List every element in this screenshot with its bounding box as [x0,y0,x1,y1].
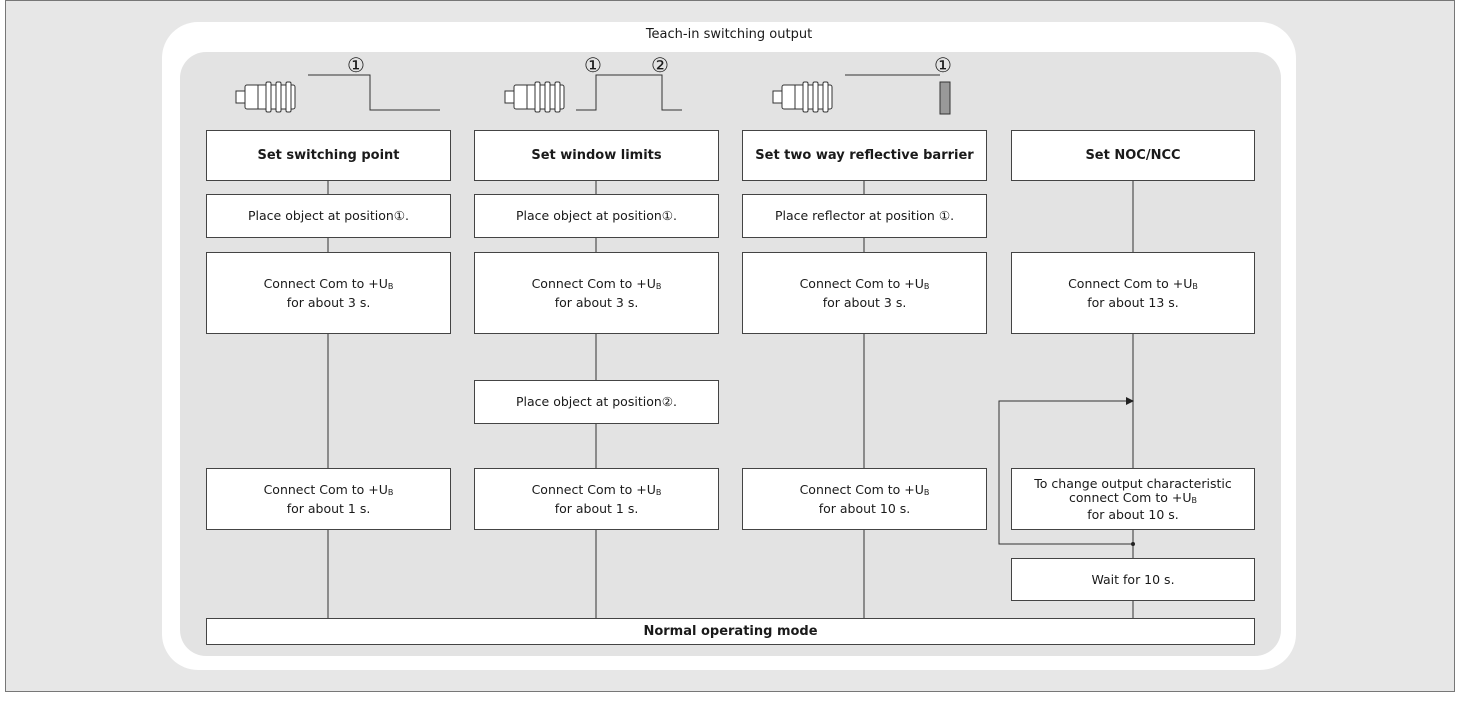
position-marker: ① [347,53,365,77]
step-connect-com: Connect Com to +UB for about 13 s. [1011,252,1255,334]
step-connect-com: Connect Com to +UB for about 3 s. [474,252,719,334]
reflector-icon [939,81,951,115]
step-connect-com: Connect Com to +UB for about 1 s. [206,468,451,530]
step-connect-com: Connect Com to +UB for about 1 s. [474,468,719,530]
junction-dot [1131,542,1135,546]
step-place-reflector: Place reflector at position ①. [742,194,987,238]
signal-window-icon [576,74,682,111]
position-marker: ② [651,53,669,77]
heading-set-switching-point: Set switching point [206,130,451,181]
sensor-icon [235,81,296,113]
arrowhead [1126,397,1134,405]
step-connect-com: Connect Com to +UB for about 3 s. [742,252,987,334]
step-place-object: Place object at position①. [206,194,451,238]
step-connect-com: Connect Com to +UB for about 10 s. [742,468,987,530]
position-marker: ① [584,53,602,77]
sensor-icon [772,81,833,113]
step-change-output: To change output characteristic connect … [1011,468,1255,530]
signal-step-icon [308,74,440,111]
heading-set-reflective-barrier: Set two way reflective barrier [742,130,987,181]
loop-back-line [998,400,1133,545]
heading-set-window-limits: Set window limits [474,130,719,181]
position-marker: ① [934,53,952,77]
sensor-icon [504,81,565,113]
heading-set-noc-ncc: Set NOC/NCC [1011,130,1255,181]
step-place-object: Place object at position①. [474,194,719,238]
step-place-object-2: Place object at position②. [474,380,719,424]
normal-operating-mode: Normal operating mode [206,618,1255,645]
step-wait: Wait for 10 s. [1011,558,1255,601]
step-connect-com: Connect Com to +UB for about 3 s. [206,252,451,334]
diagram-title: Teach-in switching output [645,27,813,42]
